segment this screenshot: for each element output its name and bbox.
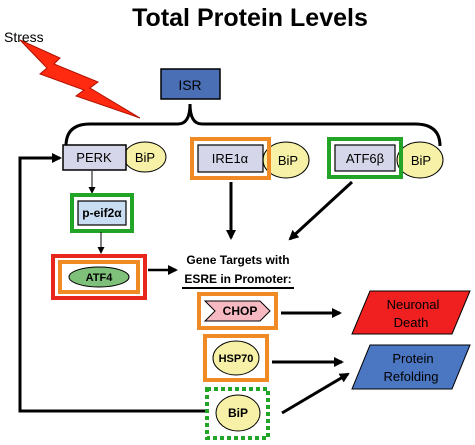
bip-target-ellipse	[215, 394, 261, 432]
bip-to-refolding-arrow	[281, 372, 350, 415]
stress-lightning-icon	[19, 39, 141, 119]
atf6-label: ATF6β	[346, 151, 384, 166]
atf6-bip-ellipse	[396, 141, 444, 179]
perk-bip-label: BiP	[135, 150, 155, 165]
atf6-outer-border	[327, 137, 403, 179]
peif2a-box	[77, 200, 127, 226]
protein-refolding-shape	[351, 344, 471, 390]
atf4-label: ATF4	[86, 272, 114, 284]
gene-targets-line1: Gene Targets with	[186, 253, 289, 267]
isr-box	[160, 68, 221, 100]
neuronal-death-line1: Neuronal	[387, 297, 440, 312]
hsp70-label: HSP70	[219, 353, 254, 365]
gene-targets-line2: ESRE in Promoter:	[184, 272, 291, 286]
stress-label: Stress	[4, 29, 44, 45]
neuronal-death-line2: Death	[394, 315, 429, 330]
ire1-box	[197, 144, 264, 173]
atf6-to-targets-arrow	[288, 180, 354, 241]
peif2a-label: p-eif2α	[82, 206, 122, 220]
hsp70-orange-border	[203, 334, 269, 382]
protein-refolding-line1: Protein	[392, 351, 433, 366]
isr-label: ISR	[178, 77, 201, 93]
chop-label: CHOP	[223, 304, 258, 318]
atf4-red-border	[51, 254, 147, 300]
atf4-orange-border	[58, 260, 140, 294]
atf4-ellipse	[68, 266, 130, 288]
peif2a-outer-border	[70, 193, 134, 233]
perk-label: PERK	[76, 150, 112, 165]
atf6-box	[334, 144, 396, 172]
bip-target-dashed-border	[205, 387, 270, 440]
neuronal-death-shape	[351, 290, 471, 335]
hsp70-ellipse	[212, 340, 260, 376]
ire1-bip-label: BiP	[278, 153, 298, 168]
bip-feedback-loop-arrow	[18, 153, 205, 413]
ire1-label: IRE1α	[212, 151, 249, 166]
bip-target-label: BiP	[228, 406, 248, 420]
ire1-outer-border	[190, 137, 271, 180]
atf6-bip-label: BiP	[411, 153, 431, 168]
chop-orange-border	[197, 292, 278, 330]
perk-box	[62, 144, 127, 171]
protein-refolding-line2: Refolding	[384, 369, 439, 384]
chop-chevron	[203, 300, 271, 322]
diagram-title: Total Protein Levels	[132, 4, 368, 32]
isr-brace	[64, 103, 442, 147]
